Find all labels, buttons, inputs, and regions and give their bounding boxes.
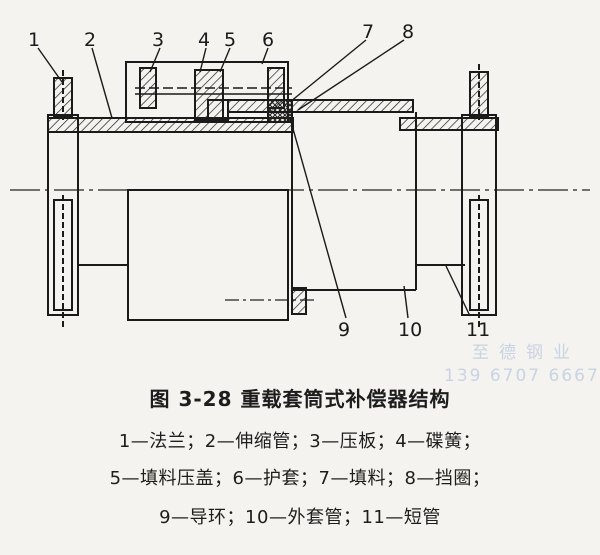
compensator-drawing: 1 2 3 4 5 6 7 8 9 10 11 bbox=[10, 21, 590, 341]
legend-line-3: 9—导环；10—外套管；11—短管 bbox=[159, 507, 441, 528]
part-label-11: 11 bbox=[466, 319, 490, 341]
part-label-4: 4 bbox=[198, 29, 210, 51]
part-label-9: 9 bbox=[338, 319, 350, 341]
watermark-phone: 139 6707 6667 bbox=[444, 366, 600, 386]
watermark-company: 至德钢业 bbox=[472, 343, 580, 363]
legend-line-1: 1—法兰；2—伸缩管；3—压板；4—碟簧； bbox=[118, 431, 482, 452]
part-label-1: 1 bbox=[28, 29, 40, 51]
part-label-6: 6 bbox=[262, 29, 274, 51]
part-label-7: 7 bbox=[362, 21, 374, 43]
part-label-10: 10 bbox=[398, 319, 422, 341]
part-label-8: 8 bbox=[402, 21, 414, 43]
part-label-3: 3 bbox=[152, 29, 164, 51]
part-label-5: 5 bbox=[224, 29, 236, 51]
legend-line-2: 5—填料压盖；6—护套；7—填料；8—挡圈； bbox=[109, 468, 491, 489]
leader-lines bbox=[37, 39, 471, 319]
expansion-pipe bbox=[47, 117, 294, 321]
figure-caption: 图 3-28 重载套筒式补偿器结构 bbox=[149, 387, 451, 411]
left-flange bbox=[47, 70, 79, 330]
part-labels: 1 2 3 4 5 6 7 8 9 10 11 bbox=[28, 21, 490, 341]
short-pipe bbox=[399, 64, 499, 330]
outer-sleeve bbox=[227, 99, 417, 315]
part-label-2: 2 bbox=[84, 29, 96, 51]
